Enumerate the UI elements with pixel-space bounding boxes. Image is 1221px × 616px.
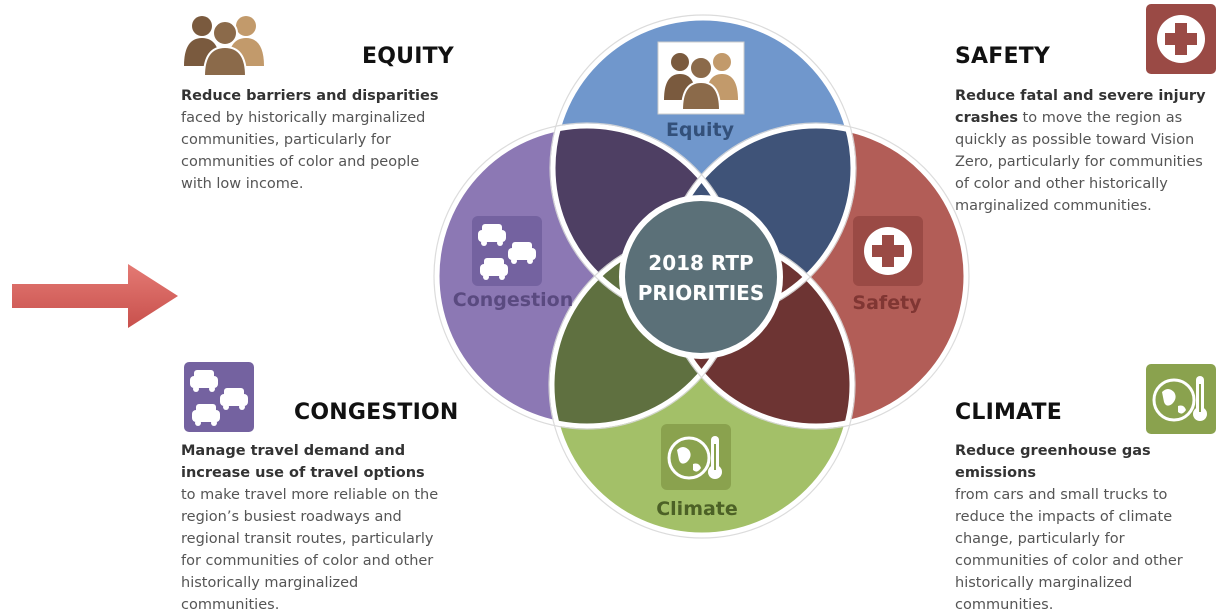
center-circle (619, 195, 783, 359)
center-title-line1: 2018 RTP (648, 251, 753, 275)
equity-heading: EQUITY (362, 44, 454, 69)
globe-thermometer-icon (661, 424, 731, 490)
right-arrow-icon (12, 264, 178, 328)
equity-description: Reduce barriers and disparities faced by… (181, 88, 439, 192)
center-title-line2: PRIORITIES (638, 281, 765, 305)
safety-description: Reduce fatal and severe injury crashes t… (955, 88, 1206, 214)
climate-description: Reduce greenhouse gas emissions from car… (955, 443, 1183, 613)
climate-circle-label: Climate (656, 498, 738, 520)
congestion-heading: CONGESTION (294, 400, 459, 425)
safety-circle-label: Safety (852, 292, 922, 314)
congestion-circle-label: Congestion (453, 289, 574, 311)
cars-icon (184, 362, 254, 432)
climate-heading: CLIMATE (955, 400, 1062, 425)
medical-cross-icon (853, 216, 923, 286)
people-icon (184, 16, 264, 77)
globe-thermometer-icon (1146, 364, 1216, 434)
cars-icon (472, 216, 542, 286)
medical-cross-icon (1146, 4, 1216, 74)
safety-heading: SAFETY (955, 44, 1051, 69)
congestion-description: Manage travel demand and increase use of… (181, 443, 439, 613)
people-icon (657, 41, 745, 115)
equity-circle-label: Equity (666, 119, 735, 141)
